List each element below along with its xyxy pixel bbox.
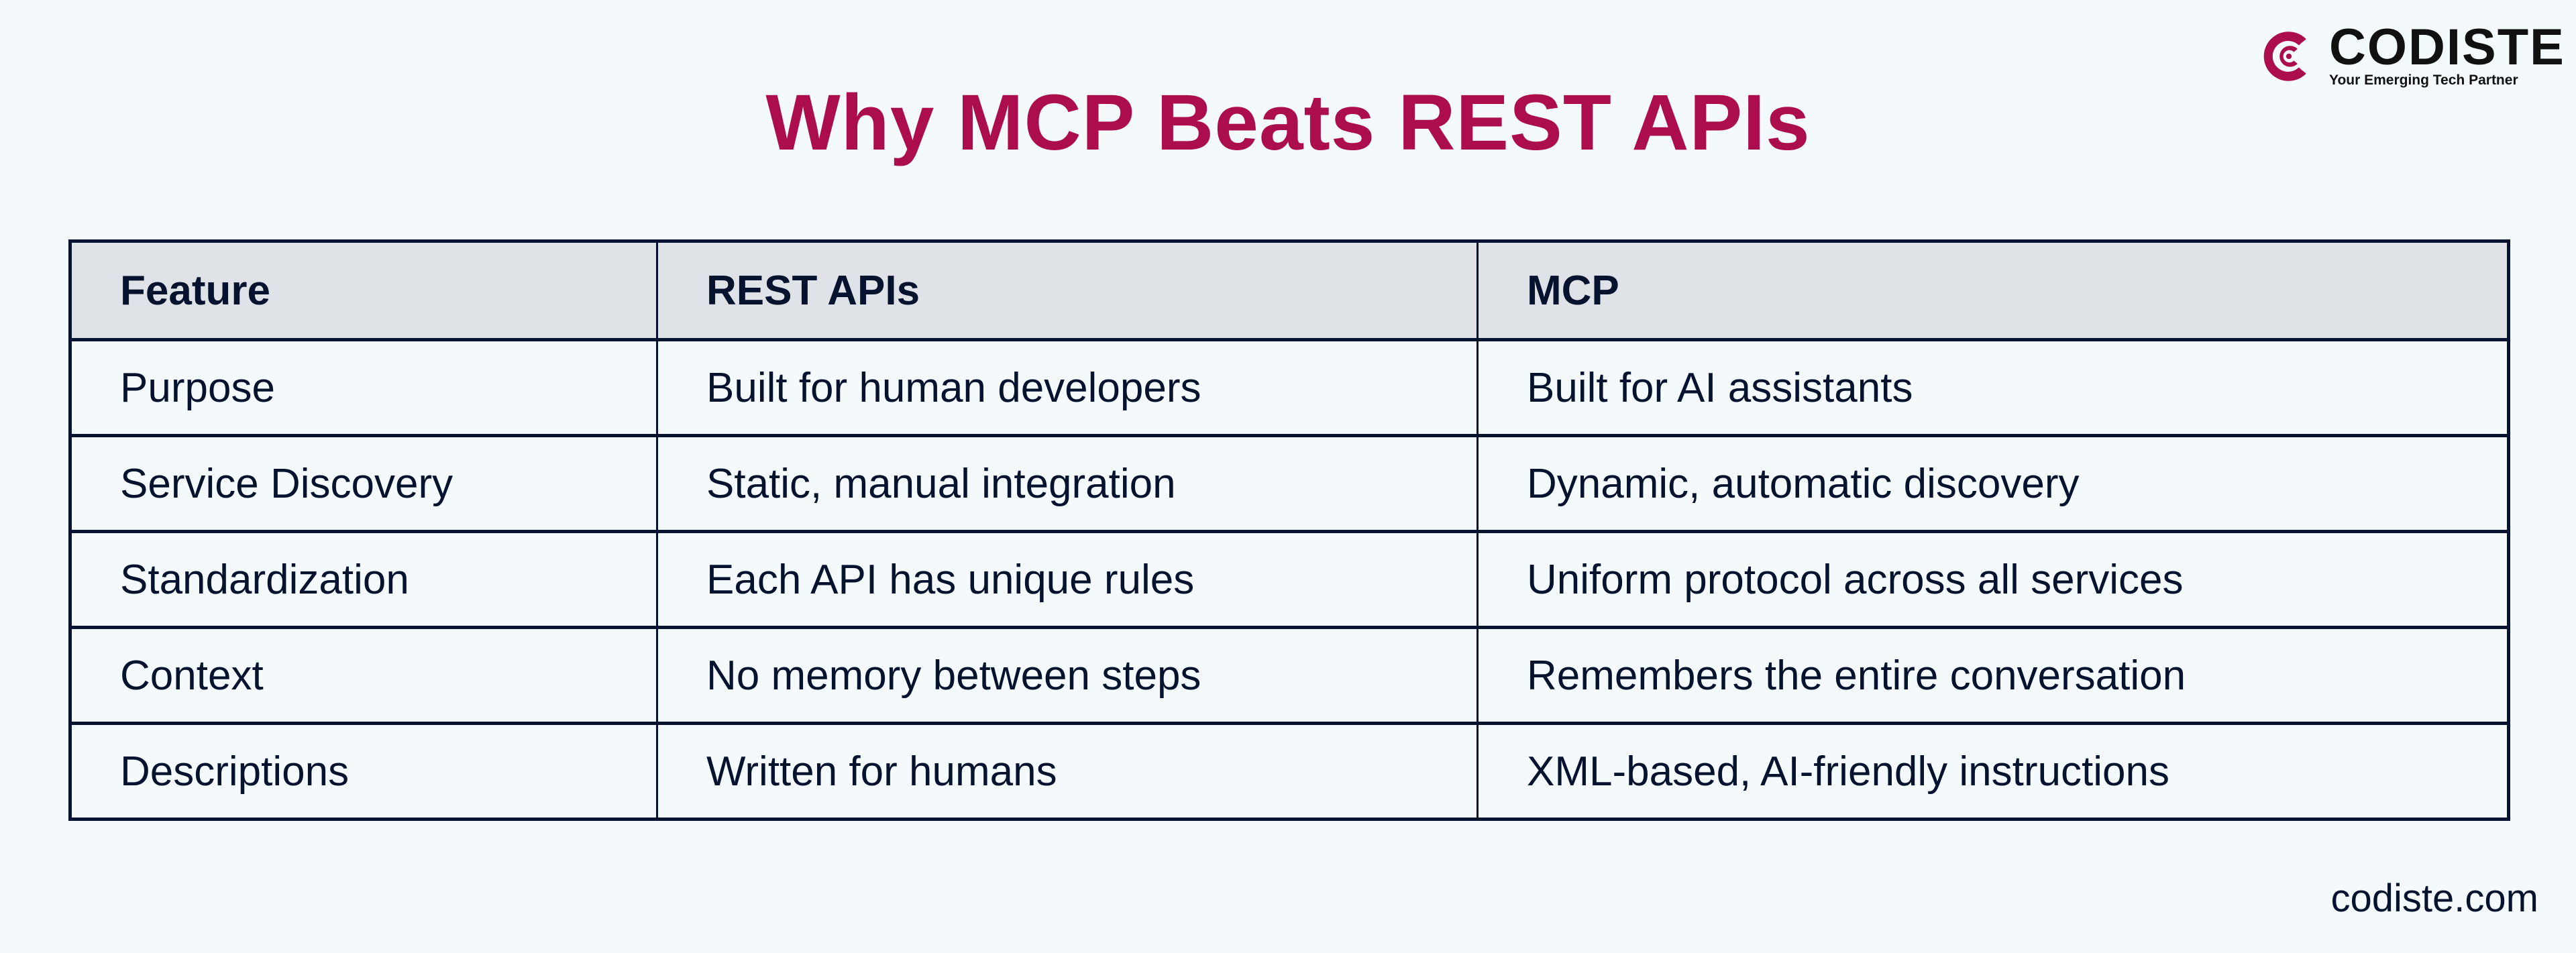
header-feature: Feature: [68, 239, 658, 341]
mcp-cell: Built for AI assistants: [1477, 338, 2510, 437]
feature-cell: Purpose: [68, 338, 658, 437]
mcp-cell: Remembers the entire conversation: [1477, 626, 2510, 725]
table-row: Service Discovery Static, manual integra…: [68, 434, 2510, 533]
comparison-table: Feature REST APIs MCP Purpose Built for …: [68, 239, 2510, 821]
website-url: codiste.com: [2330, 877, 2538, 920]
header-rest-apis: REST APIs: [656, 239, 1479, 341]
table-header-row: Feature REST APIs MCP: [68, 239, 2510, 341]
codiste-c-logo-icon: [2263, 32, 2306, 81]
brand-tagline: Your Emerging Tech Partner: [2329, 72, 2518, 88]
rest-cell: No memory between steps: [656, 626, 1479, 725]
mcp-cell: Dynamic, automatic discovery: [1477, 434, 2510, 533]
feature-cell: Service Discovery: [68, 434, 658, 533]
table-row: Descriptions Written for humans XML-base…: [68, 722, 2510, 821]
brand-text: CODISTE Your Emerging Tech Partner: [2329, 19, 2565, 89]
table-row: Context No memory between steps Remember…: [68, 626, 2510, 725]
brand-logo: CODISTE Your Emerging Tech Partner: [2258, 19, 2565, 89]
header-mcp: MCP: [1477, 239, 2510, 341]
feature-cell: Context: [68, 626, 658, 725]
rest-cell: Built for human developers: [656, 338, 1479, 437]
table-row: Standardization Each API has unique rule…: [68, 530, 2510, 629]
rest-cell: Written for humans: [656, 722, 1479, 821]
brand-name: CODISTE: [2329, 19, 2565, 76]
feature-cell: Standardization: [68, 530, 658, 629]
table-row: Purpose Built for human developers Built…: [68, 338, 2510, 437]
rest-cell: Each API has unique rules: [656, 530, 1479, 629]
mcp-cell: Uniform protocol across all services: [1477, 530, 2510, 629]
page-title: Why MCP Beats REST APIs: [765, 78, 1811, 167]
rest-cell: Static, manual integration: [656, 434, 1479, 533]
mcp-cell: XML-based, AI-friendly instructions: [1477, 722, 2510, 821]
feature-cell: Descriptions: [68, 722, 658, 821]
